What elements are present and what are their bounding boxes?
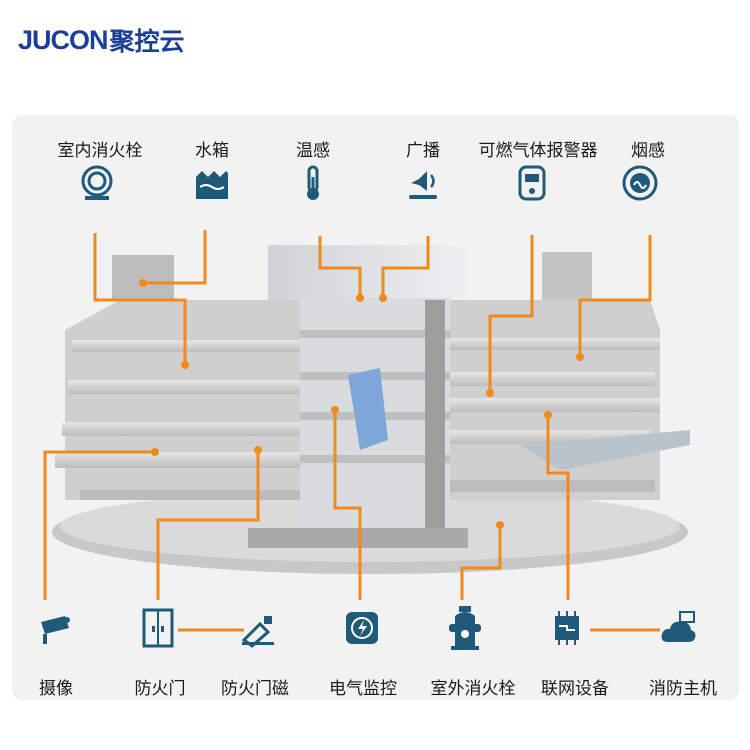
line-gas-detector (488, 235, 534, 393)
label-network-device: 联网设备 (541, 679, 609, 699)
label-water-tank: 水箱 (195, 141, 229, 161)
electrical-monitor-icon (342, 608, 382, 648)
line-outdoor-hydrant (460, 525, 502, 600)
label-temperature-sensor: 温感 (296, 141, 330, 161)
line-broadcast (381, 236, 430, 298)
right-wing (450, 300, 690, 500)
label-door-magnet: 防火门磁 (221, 679, 289, 699)
logo-latin: JUCON (18, 24, 109, 55)
line-water-tank (143, 230, 207, 285)
label-fire-host: 消防主机 (649, 679, 717, 699)
line-temp-sensor (318, 236, 362, 298)
fire-hose-reel-icon (77, 163, 117, 203)
rooftop-right (542, 252, 592, 300)
label-gas-detector: 可燃气体报警器 (478, 141, 598, 161)
door-magnet-icon (238, 608, 278, 648)
label-fire-door: 防火门 (134, 679, 186, 699)
rooftop-center (268, 245, 468, 300)
rooftop-left (112, 255, 174, 300)
fire-door-icon (138, 608, 178, 648)
broadcast-speaker-icon (403, 163, 443, 203)
line-network (546, 415, 570, 600)
center-atrium (248, 298, 468, 548)
label-smoke-detector: 烟感 (631, 141, 665, 161)
left-wing (55, 300, 305, 500)
line-fire-door (156, 450, 260, 600)
label-electrical-monitor: 电气监控 (329, 679, 397, 699)
camera-icon (37, 608, 77, 648)
logo-chinese: 聚控云 (109, 27, 185, 56)
smoke-detector-icon (620, 163, 660, 203)
water-tank-icon (192, 163, 232, 203)
gas-detector-icon (512, 163, 552, 203)
label-camera: 摄像 (39, 679, 73, 699)
label-outdoor-hydrant: 室外消火栓 (430, 679, 516, 699)
brand-logo: JUCON 聚控云 (18, 24, 185, 57)
hydrant-icon (445, 604, 485, 650)
line-smoke-detector (578, 235, 652, 357)
label-indoor-hydrant: 室内消火栓 (57, 141, 143, 161)
thermometer-icon (293, 163, 333, 203)
line-indoor-hydrant (93, 233, 187, 365)
connector-dots (139, 279, 584, 529)
line-electrical (333, 410, 362, 600)
label-broadcast: 广播 (406, 141, 440, 161)
connector-lines (43, 230, 660, 632)
line-camera (43, 450, 155, 600)
cloud-host-icon (658, 608, 698, 648)
network-device-icon (547, 608, 587, 648)
